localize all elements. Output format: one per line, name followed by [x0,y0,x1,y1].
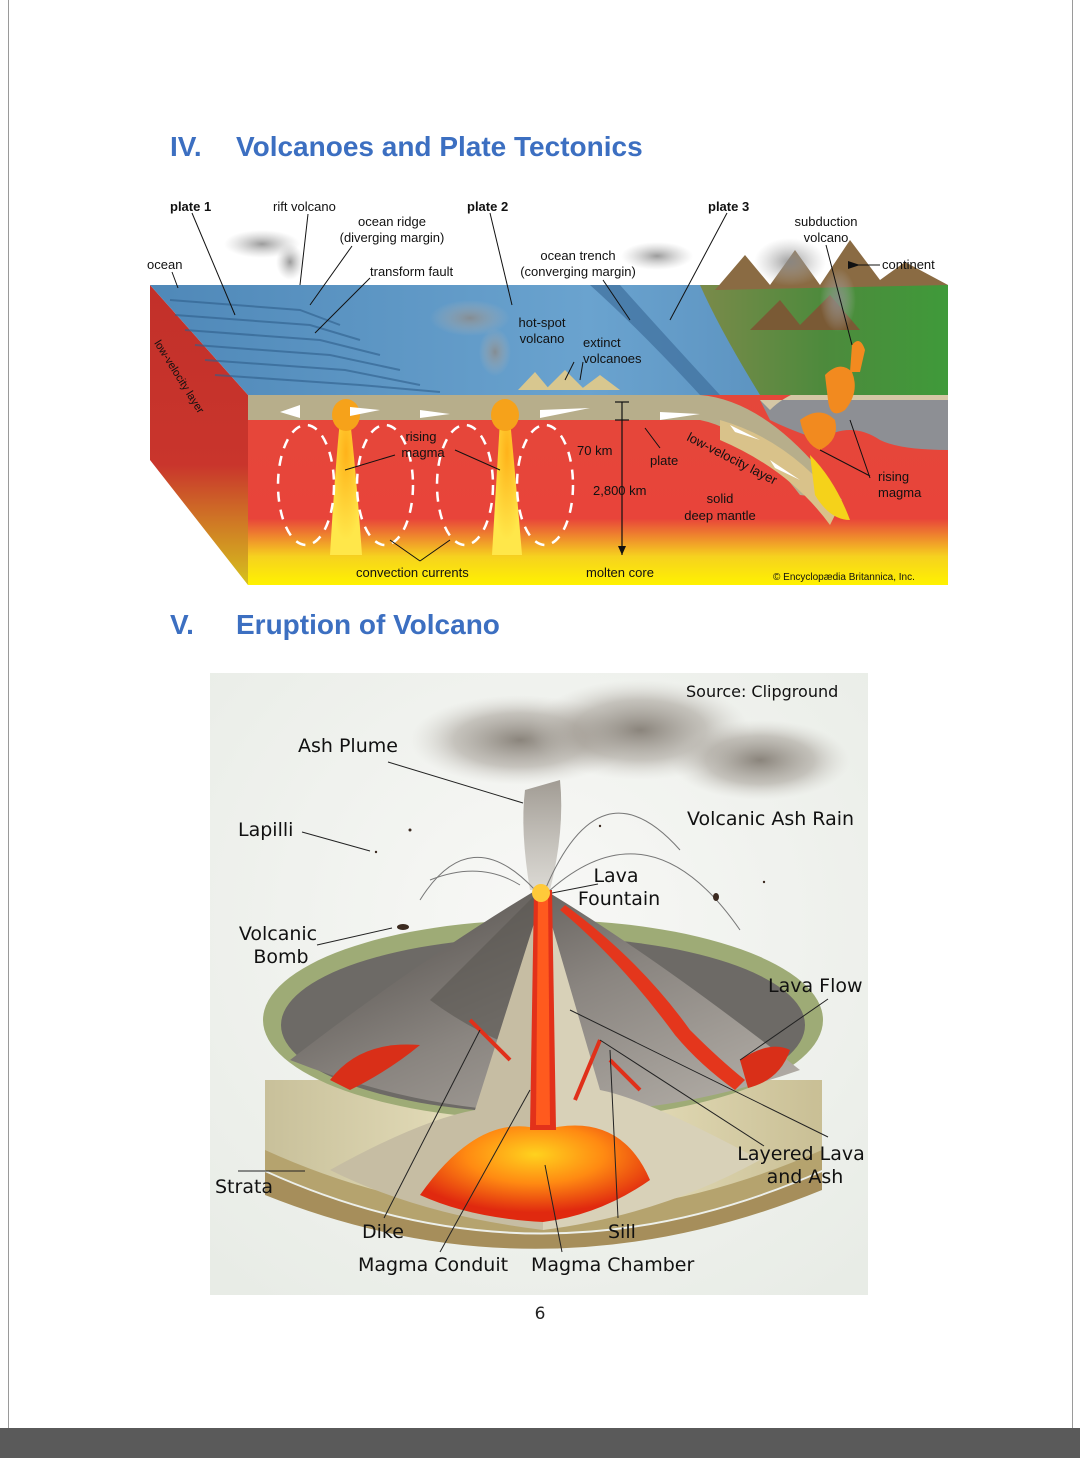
label-solid: solid [707,491,734,506]
volcano-eruption-diagram: Source: Clipground Ash Plume Volcanic As… [210,673,868,1295]
label-strata: Strata [215,1176,273,1198]
label-magma-2: magma [878,485,922,500]
label-diverging-margin: (diverging margin) [340,230,445,245]
viewer-bottom-bar [0,1428,1080,1458]
label-rising-1: rising [405,429,436,444]
label-ash-plume: Ash Plume [298,735,398,757]
label-volcanic: Volcanic [239,923,317,945]
label-rift-volcano: rift volcano [273,199,336,214]
section-5-title: Eruption of Volcano [236,609,500,640]
label-continent: continent [882,257,935,272]
label-subduction: subduction [795,214,858,229]
label-plate-2: plate 2 [467,199,508,214]
label-magma-chamber: Magma Chamber [531,1254,694,1276]
label-2800-km: 2,800 km [593,483,646,498]
label-copyright: © Encyclopædia Britannica, Inc. [773,572,915,583]
label-layered-lava: Layered Lava [737,1143,864,1165]
section-4-heading: IV. Volcanoes and Plate Tectonics [170,131,770,167]
label-magma-1: magma [401,445,445,460]
label-converging-margin: (converging margin) [520,264,636,279]
label-plate-1: plate 1 [170,199,211,214]
plate-tectonics-diagram: plate 1 rift volcano ocean ridge (diverg… [147,199,948,585]
label-and-ash: and Ash [767,1166,844,1188]
page-number: 6 [534,1304,546,1324]
label-plate: plate [650,453,678,468]
label-lava: Lava [593,865,638,887]
label-plate-3: plate 3 [708,199,749,214]
label-convection-currents: convection currents [356,565,469,580]
label-deep-mantle: deep mantle [684,508,756,523]
label-subduction-volcano: volcano [804,230,849,245]
label-hot-spot-volcano: volcano [520,331,565,346]
section-5-number: V. [170,609,194,640]
label-rising-2: rising [878,469,909,484]
label-transform-fault: transform fault [370,264,453,279]
page-border-left [8,0,9,1428]
label-ocean-trench: ocean trench [540,248,615,263]
section-5-heading: V. Eruption of Volcano [170,609,770,645]
label-70-km: 70 km [577,443,612,458]
label-sill: Sill [608,1221,636,1243]
label-source: Source: Clipground [686,682,838,701]
label-lapilli: Lapilli [238,819,293,841]
label-magma-conduit: Magma Conduit [358,1254,508,1276]
label-bomb: Bomb [253,946,308,968]
page-border-right [1072,0,1073,1428]
section-4-number: IV. [170,131,202,162]
label-fountain: Fountain [578,888,660,910]
label-extinct: extinct [583,335,621,350]
label-lava-flow: Lava Flow [768,975,863,997]
label-volcanoes: volcanoes [583,351,642,366]
section-4-title: Volcanoes and Plate Tectonics [236,131,643,162]
label-molten-core: molten core [586,565,654,580]
label-ocean-ridge: ocean ridge [358,214,426,229]
label-volcanic-ash-rain: Volcanic Ash Rain [687,808,854,830]
label-ocean: ocean [147,257,182,272]
label-hot-spot: hot-spot [519,315,566,330]
label-dike: Dike [362,1221,404,1243]
